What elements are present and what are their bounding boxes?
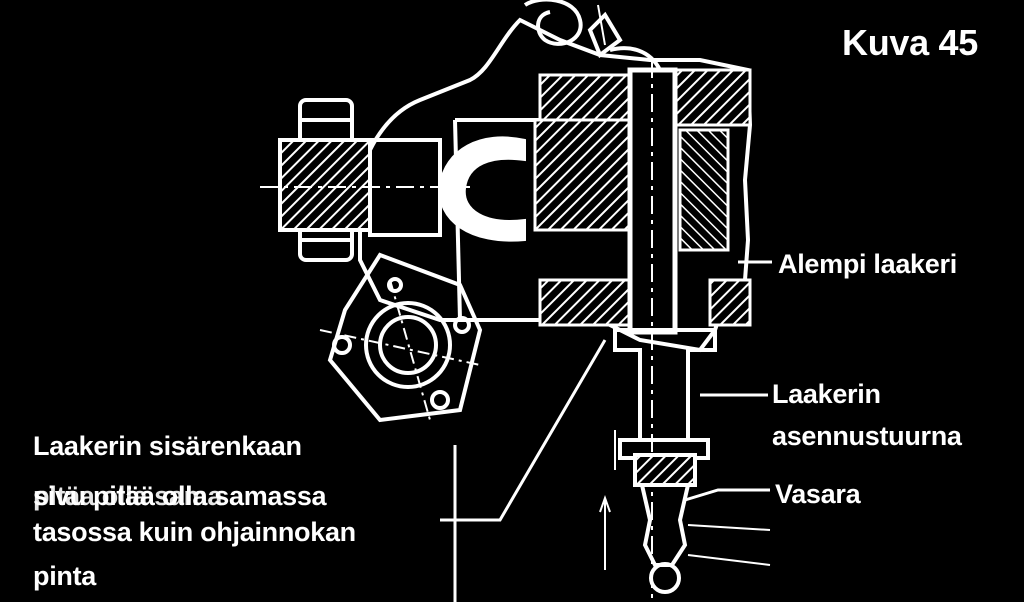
note-line1: Laakerin sisärenkaan — [33, 431, 302, 461]
note-line2b: pltäa olla sama — [33, 481, 223, 511]
mounting-flange — [319, 252, 483, 423]
top-bracket — [523, 0, 662, 71]
hatched-sections — [533, 68, 752, 327]
worm-gear-segment — [438, 136, 526, 242]
leader-lines — [440, 260, 772, 602]
figure-title: Kuva 45 — [842, 22, 978, 63]
label-hammer: Vasara — [775, 479, 861, 509]
label-tool-line2: asennustuurna — [772, 421, 962, 451]
adjuster-nut — [260, 98, 470, 262]
bearing-installation-mandrel — [613, 328, 717, 594]
note-line3: tasossa kuin ohjainnokan — [33, 517, 356, 547]
sector-shaft — [627, 60, 678, 600]
label-lower-bearing: Alempi laakeri — [778, 249, 957, 279]
note-line2a: sivu pitää olla samassa — [33, 481, 327, 511]
note-line4: pinta — [33, 561, 96, 591]
label-tool-line1: Laakerin — [772, 379, 881, 409]
